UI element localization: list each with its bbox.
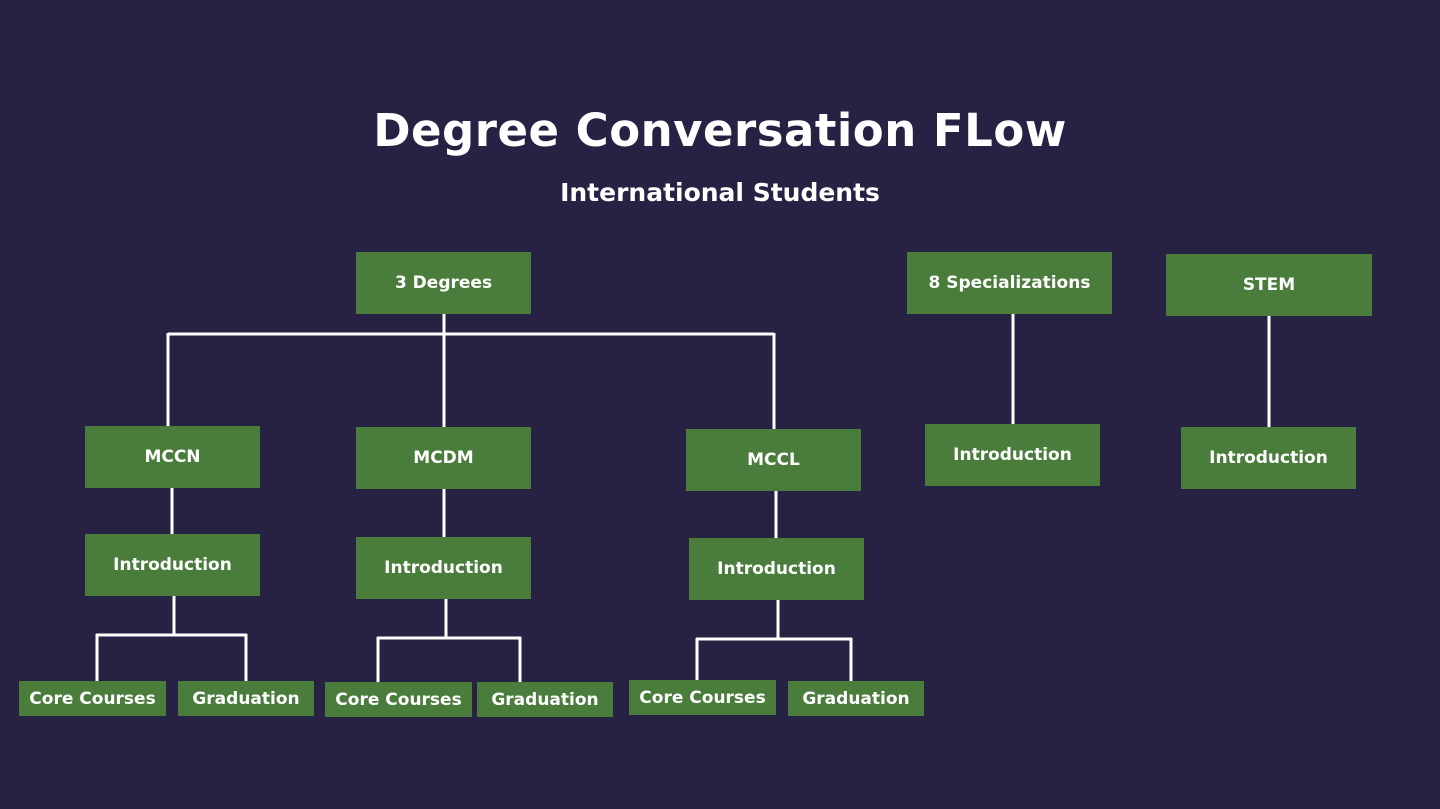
page-subtitle: International Students [560,178,880,207]
node-mccl-graduation: Graduation [788,681,924,716]
node-mcdm-intro: Introduction [356,537,531,599]
node-mcdm: MCDM [356,427,531,489]
node-mccl-intro: Introduction [689,538,864,600]
node-mcdm-core-courses: Core Courses [325,682,472,717]
node-stem-intro: Introduction [1181,427,1356,489]
page-title: Degree Conversation FLow [373,104,1067,157]
node-3-degrees: 3 Degrees [356,252,531,314]
node-mccn-graduation: Graduation [178,681,314,716]
node-mccn-intro: Introduction [85,534,260,596]
node-stem: STEM [1166,254,1372,316]
node-mccn-core-courses: Core Courses [19,681,166,716]
node-mccl: MCCL [686,429,861,491]
node-mccn: MCCN [85,426,260,488]
node-8-specializations: 8 Specializations [907,252,1112,314]
node-mccl-core-courses: Core Courses [629,680,776,715]
node-mcdm-graduation: Graduation [477,682,613,717]
node-specializations-intro: Introduction [925,424,1100,486]
